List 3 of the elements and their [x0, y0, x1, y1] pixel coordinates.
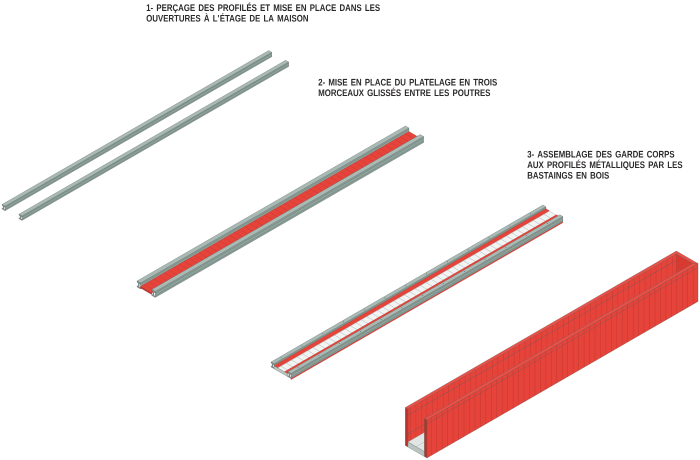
step-caption: 3- ASSEMBLAGE DES GARDE CORPS AUX PROFILÉS MÉTALLIQUES PAR LES BASTAINGS EN BOIS [527, 150, 682, 179]
step-caption: 2- MISE EN PLACE DU PLATELAGE EN TROIS MORCEAUX GLISSÉS ENTRE LES POUTRES [318, 78, 497, 96]
step-caption: 1- PERÇAGE DES PROFILÉS ET MISE EN PLACE DANS LES OUVERTURES À L'ÉTAGE DE LA MAISON [146, 2, 380, 22]
